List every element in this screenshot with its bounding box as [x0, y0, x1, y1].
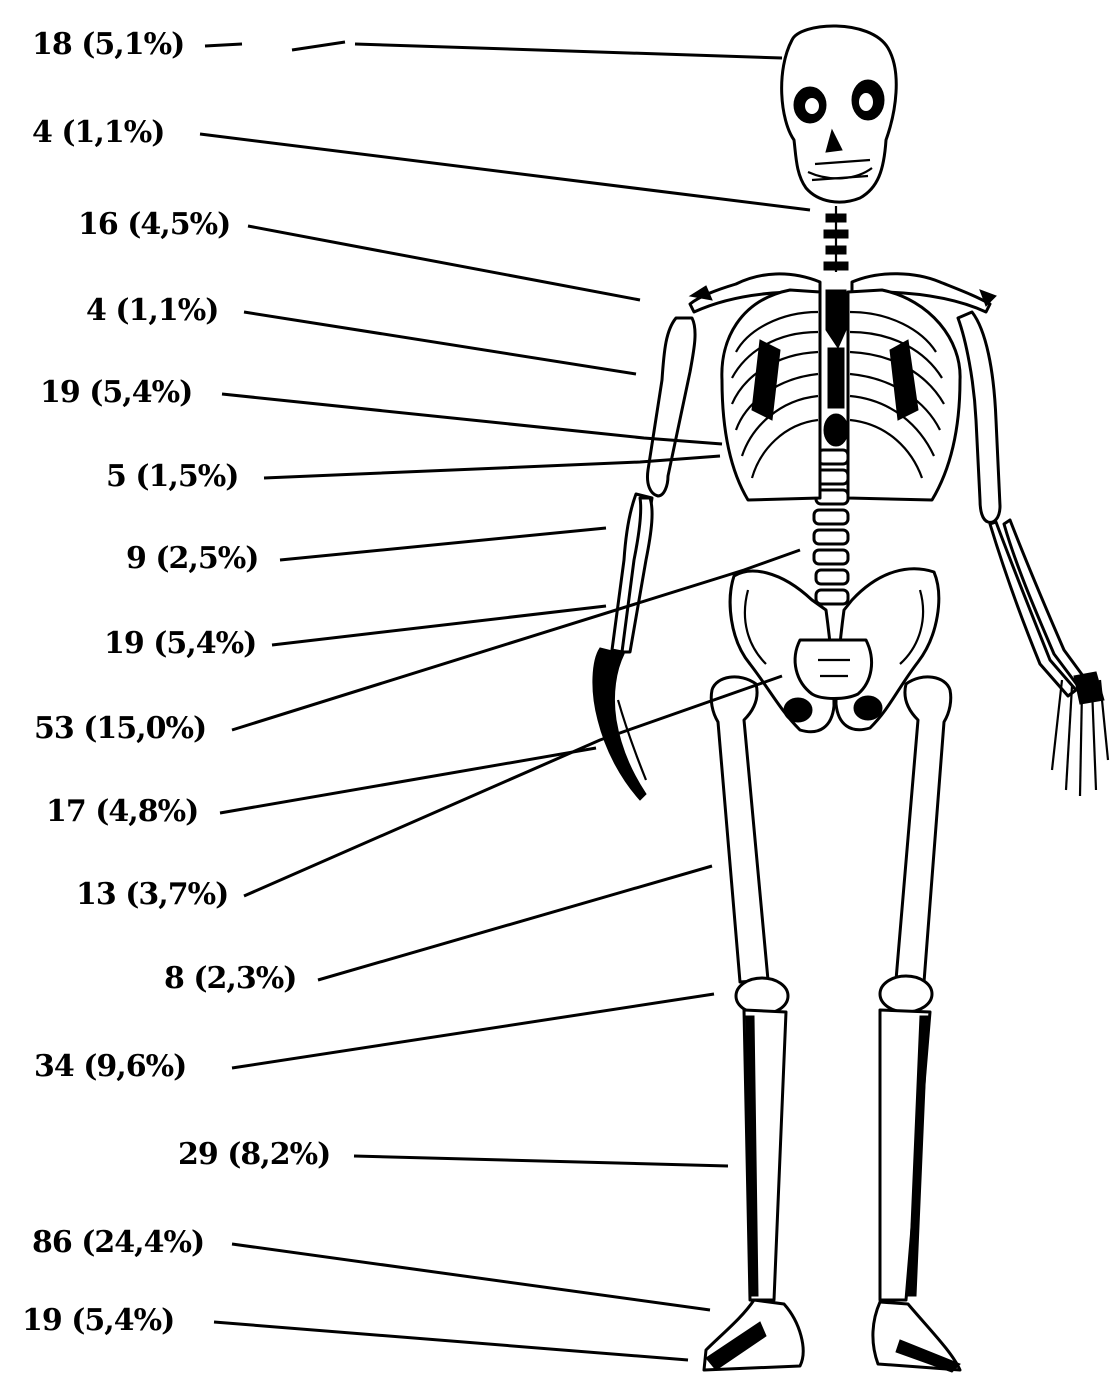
label-cervical-spine: 4 (1,1%) — [32, 118, 164, 148]
label-ribs: 19 (5,4%) — [40, 378, 192, 408]
leader-line-3 — [248, 226, 640, 300]
label-skull: 18 (5,1%) — [32, 30, 184, 60]
leader-line-14 — [354, 1156, 728, 1166]
leader-line-16 — [214, 1322, 688, 1360]
label-forearm: 9 (2,5%) — [126, 544, 258, 574]
label-hand: 17 (4,8%) — [46, 797, 198, 827]
femurs — [711, 677, 951, 1014]
label-pelvis: 13 (3,7%) — [76, 880, 228, 910]
label-thoracic-spine: 5 (1,5%) — [106, 462, 238, 492]
label-upper-arm: 4 (1,1%) — [86, 296, 218, 326]
label-lumbar-spine: 53 (15,0%) — [34, 714, 206, 744]
label-tibia: 29 (8,2%) — [178, 1140, 330, 1170]
leader-line-1 — [205, 42, 782, 58]
label-shoulder: 16 (4,5%) — [78, 210, 230, 240]
label-knee: 34 (9,6%) — [34, 1052, 186, 1082]
leader-line-4 — [244, 312, 636, 374]
leader-line-8 — [272, 606, 606, 645]
leader-line-10 — [220, 748, 596, 813]
leader-line-13 — [232, 994, 714, 1068]
label-foot: 19 (5,4%) — [22, 1306, 174, 1336]
leader-line-5 — [222, 394, 722, 444]
leader-line-12 — [318, 866, 712, 980]
right-arm — [958, 312, 1108, 796]
leader-line-7 — [280, 528, 606, 560]
leader-line-2 — [200, 134, 810, 210]
label-ankle: 86 (24,4%) — [32, 1228, 204, 1258]
leader-line-11 — [244, 676, 782, 896]
feet — [704, 1300, 960, 1372]
label-femur: 8 (2,3%) — [164, 964, 296, 994]
skull — [782, 26, 897, 202]
leader-line-15 — [232, 1244, 710, 1310]
left-arm — [593, 318, 695, 800]
label-wrist: 19 (5,4%) — [104, 629, 256, 659]
lower-legs — [744, 1010, 930, 1300]
